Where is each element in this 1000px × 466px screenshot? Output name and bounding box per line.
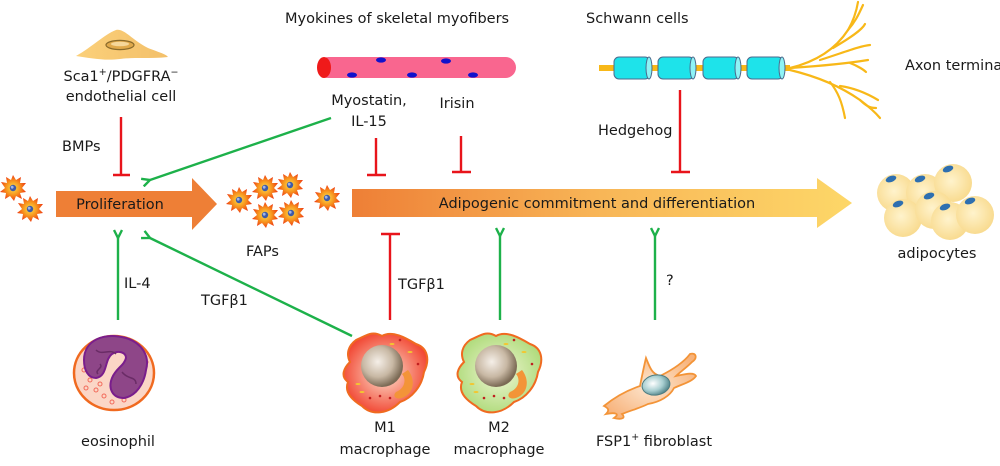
m1-macrophage-icon	[342, 332, 429, 414]
il4-label: IL-4	[124, 276, 151, 292]
m2-macrophage-icon	[456, 332, 543, 414]
myofiber-icon	[318, 57, 516, 78]
adipocyte-icon	[956, 196, 994, 234]
axon-terminals-icon	[788, 0, 882, 120]
tgfb1-proliferation-activation: TGFβ1	[150, 238, 353, 338]
il4-activation: IL-4	[118, 238, 151, 320]
schwann-cells: Schwann cells Axon terminals	[586, 0, 1000, 120]
myostatin-label: Myostatin,	[331, 93, 407, 109]
fap-cell-icon	[252, 202, 278, 228]
endothelial-cell-label: Sca1+/PDGFRA−	[63, 67, 178, 85]
bmps-inhibition: BMPs	[62, 117, 130, 177]
myonuclei-icon	[347, 57, 478, 78]
il15-label: IL-15	[351, 114, 387, 130]
myostatin-inhibition	[367, 138, 386, 177]
adipogenic-label: Adipogenic commitment and differentiatio…	[439, 196, 755, 212]
irisin-label: Irisin	[439, 96, 474, 112]
progenitor-faps	[0, 175, 43, 222]
endothelial-cell: Sca1+/PDGFRA− endothelial cell	[63, 29, 179, 105]
m1-macrophage: M1 macrophage	[340, 332, 431, 458]
myostatin-proliferation-arrow	[150, 116, 332, 180]
fap-cell-icon	[226, 187, 252, 213]
schwann-cells-label: Schwann cells	[586, 11, 689, 27]
adipogenic-arrow	[352, 178, 852, 228]
faps-label: FAPs	[246, 244, 279, 260]
m2-macrophage: M2 macrophage	[454, 332, 545, 458]
fibroblast-activation: ?	[655, 236, 674, 320]
proliferation-process: Proliferation	[56, 178, 217, 230]
fibroblast-nucleus-icon	[641, 374, 671, 396]
schwann-cell-icon	[613, 56, 786, 80]
eosinophil-label: eosinophil	[81, 434, 155, 450]
fap-cell-icon	[0, 175, 26, 201]
skeletal-myofiber: Myokines of skeletal myofibers Myostatin…	[285, 11, 516, 130]
m2-macrophage-label: macrophage	[454, 442, 545, 458]
hedgehog-inhibition: Hedgehog	[598, 90, 690, 174]
fsp1-fibroblast: FSP1+ fibroblast	[596, 352, 712, 450]
fap-cell-icon	[17, 196, 43, 222]
axon-terminals-label: Axon terminals	[905, 58, 1000, 74]
adipocytes-label: adipocytes	[898, 246, 977, 262]
fap-cell-icon	[314, 185, 340, 211]
irisin-inhibition	[452, 136, 471, 174]
fap-cell-icon	[252, 175, 278, 201]
eosinophil: eosinophil	[72, 334, 156, 450]
fap-cell-icon	[277, 172, 303, 198]
m1-macrophage-label: macrophage	[340, 442, 431, 458]
m2-label: M2	[488, 420, 510, 436]
adipocytes: adipocytes	[877, 164, 994, 262]
tgfb1-label: TGFβ1	[200, 293, 248, 309]
tgfb1-adipogenic-inhibition: TGFβ1	[381, 232, 445, 320]
proliferation-label: Proliferation	[76, 197, 164, 213]
unknown-signal-label: ?	[666, 273, 674, 289]
endothelial-cell-label-line2: endothelial cell	[66, 89, 177, 105]
proliferated-faps: FAPs	[226, 172, 340, 260]
tgfb1-m1-label: TGFβ1	[397, 277, 445, 293]
m1-label: M1	[374, 420, 396, 436]
hedgehog-label: Hedgehog	[598, 123, 672, 139]
adipogenic-process: Adipogenic commitment and differentiatio…	[352, 178, 852, 228]
eosinophil-icon	[72, 334, 156, 412]
myofiber-label: Myokines of skeletal myofibers	[285, 11, 509, 27]
proliferation-arrow	[56, 178, 217, 230]
bmps-label: BMPs	[62, 139, 101, 155]
fibroblast-label: FSP1+ fibroblast	[596, 432, 712, 450]
fap-cell-icon	[278, 200, 304, 226]
